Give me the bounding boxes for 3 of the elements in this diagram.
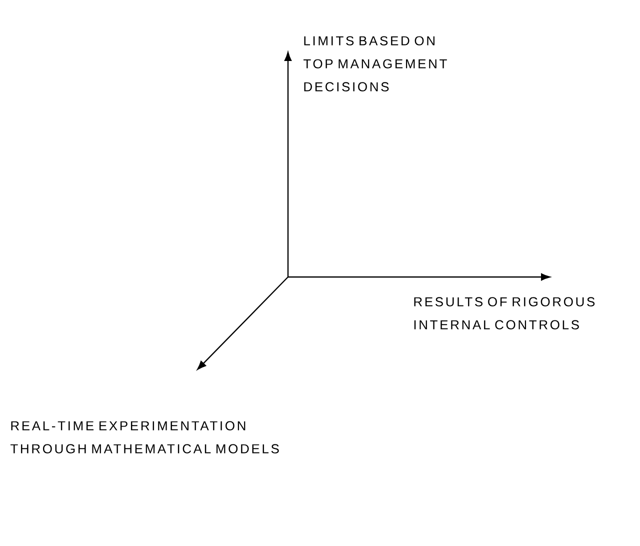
axis-label: RESULTS OF RIGOROUS INTERNAL CONTROLS [414,297,595,330]
axis-label: LIMITS BASED ON TOP MANAGEMENT DECISIONS [304,36,447,92]
axis-label: REAL-TIME EXPERIMENTATION THROUGH MATHEMATICAL MODELS [10,421,279,454]
